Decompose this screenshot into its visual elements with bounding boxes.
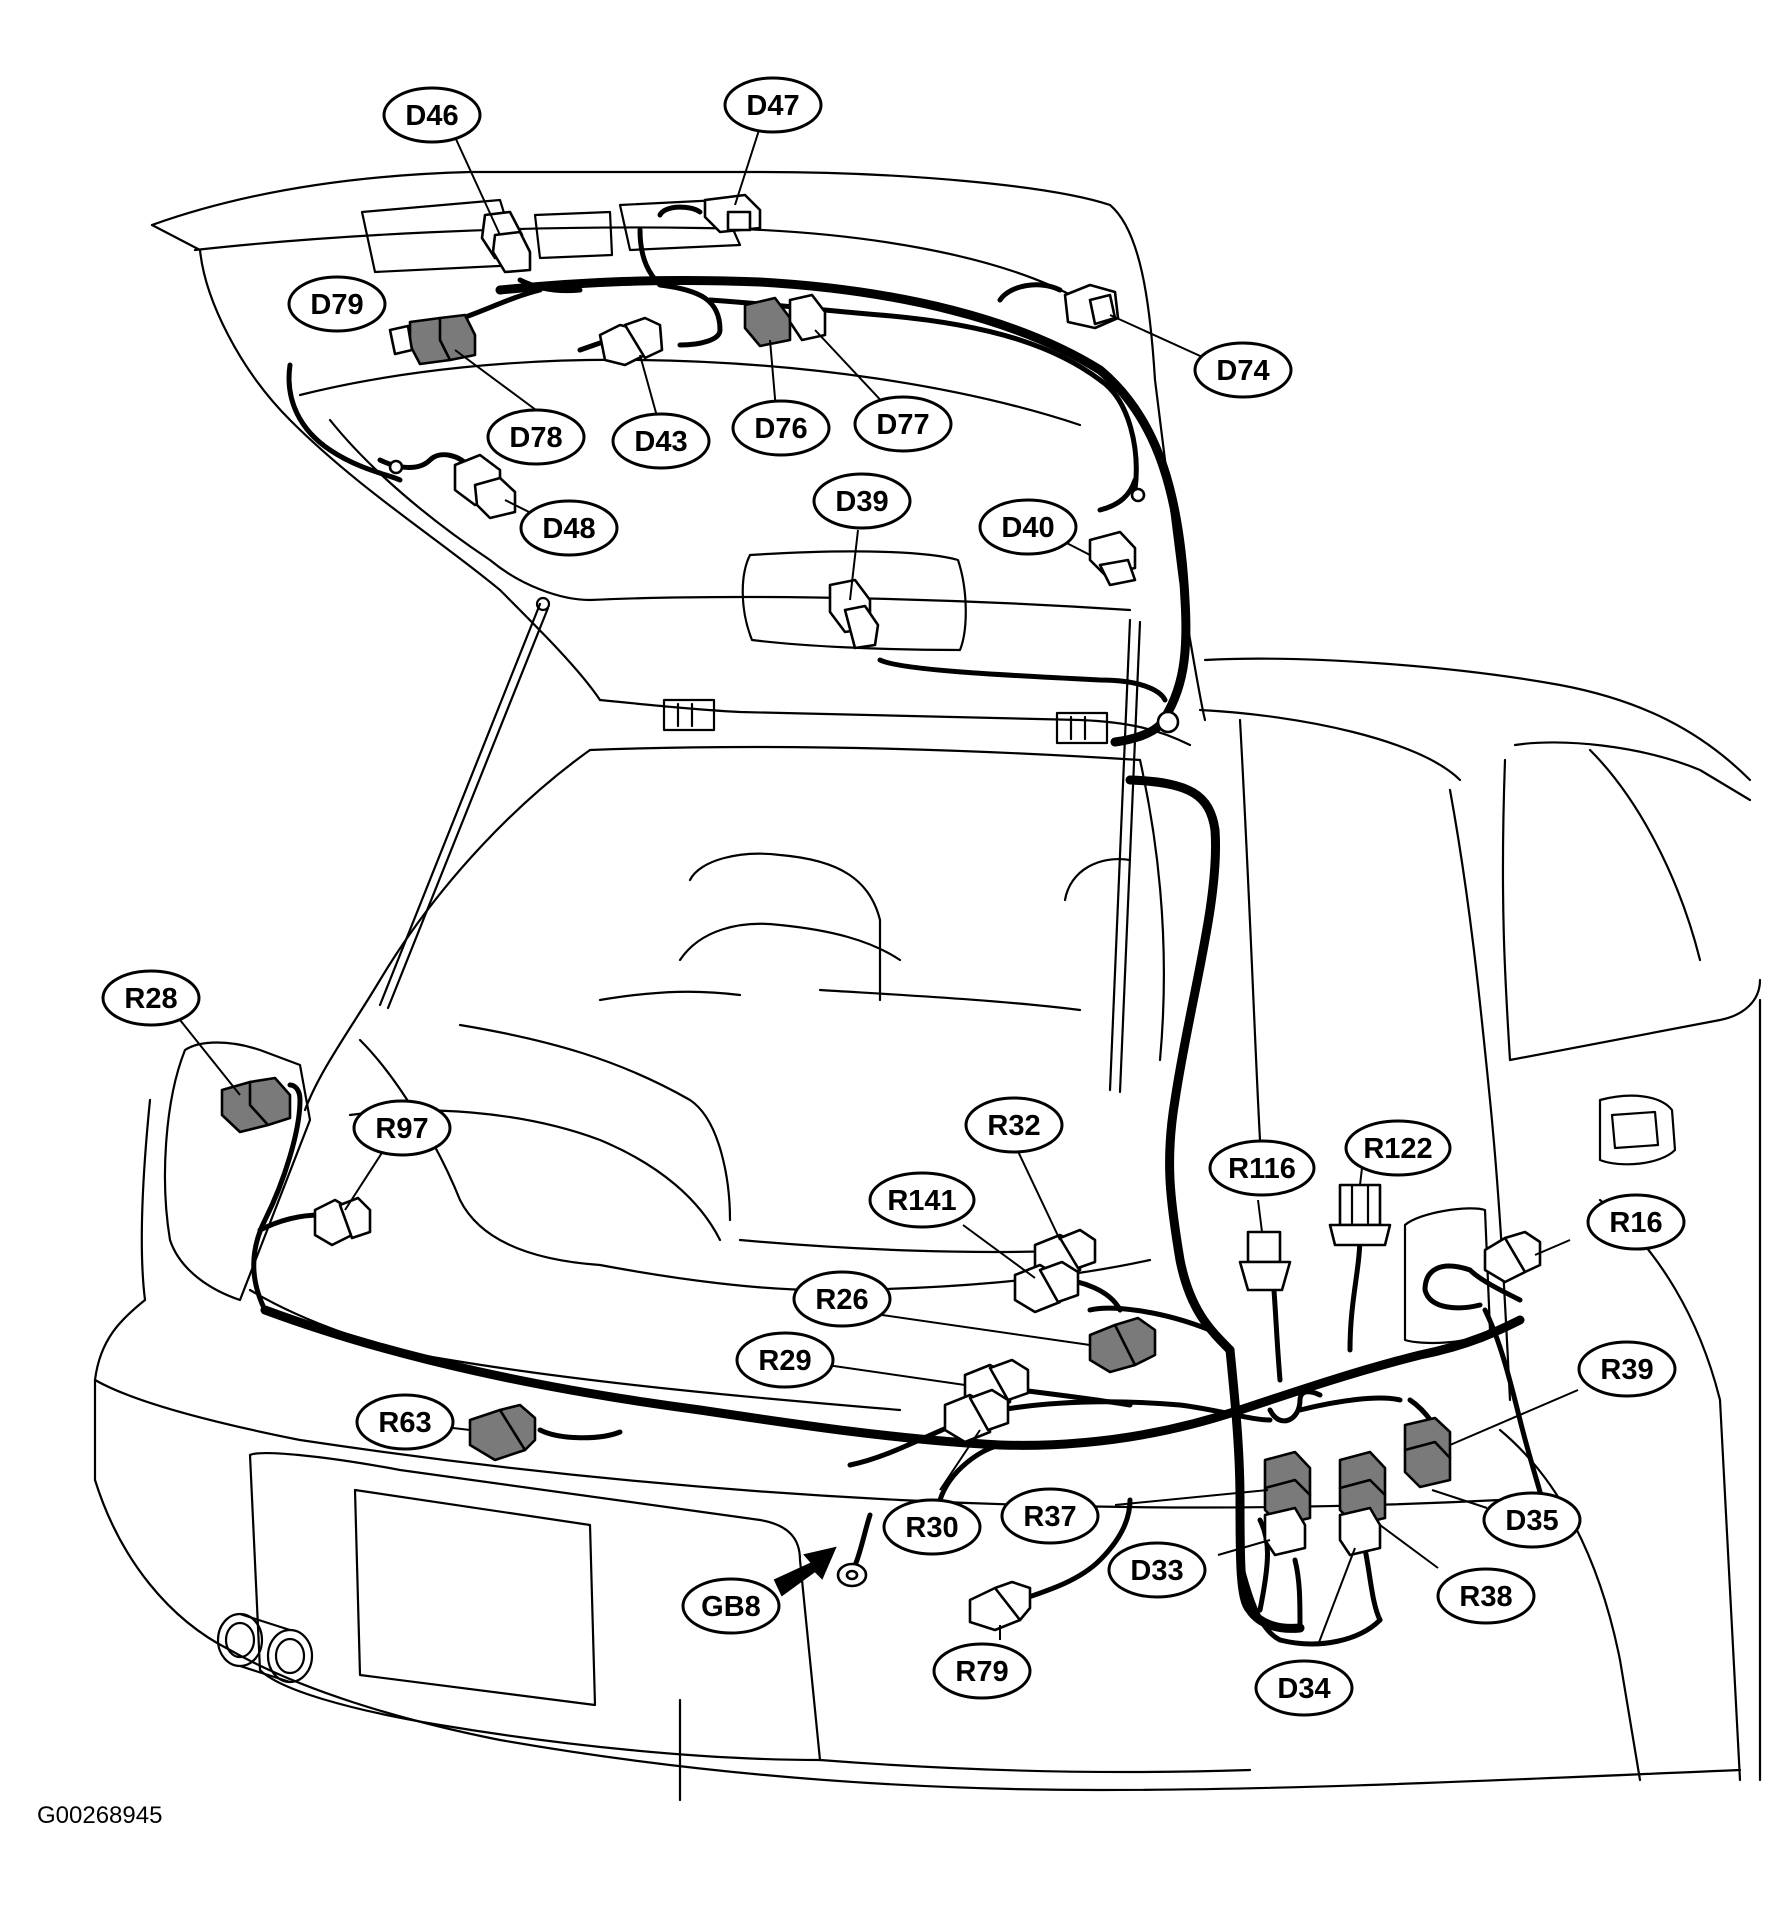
svg-text:R38: R38 — [1459, 1581, 1512, 1613]
label-r79: R79 — [932, 1642, 1032, 1700]
label-r116: R116 — [1208, 1139, 1316, 1197]
connector-r79 — [968, 1580, 1032, 1632]
connector-r97 — [313, 1196, 372, 1247]
connector-d76 — [743, 296, 792, 348]
svg-text:D48: D48 — [542, 513, 595, 545]
label-r38: R38 — [1436, 1567, 1536, 1625]
svg-text:R97: R97 — [375, 1113, 428, 1145]
svg-text:D77: D77 — [876, 409, 929, 441]
svg-text:R116: R116 — [1228, 1153, 1296, 1185]
connector-d74 — [1063, 283, 1120, 330]
label-r16: R16 — [1586, 1193, 1686, 1251]
svg-text:D34: D34 — [1277, 1673, 1330, 1705]
svg-text:R32: R32 — [987, 1110, 1040, 1142]
label-d39: D39 — [812, 472, 912, 530]
connector-r122 — [1328, 1183, 1392, 1247]
label-d33: D33 — [1107, 1541, 1207, 1599]
label-d77: D77 — [853, 395, 953, 453]
svg-text:R30: R30 — [905, 1512, 958, 1544]
svg-text:R63: R63 — [378, 1407, 431, 1439]
label-r97: R97 — [352, 1099, 452, 1157]
label-d78: D78 — [486, 408, 586, 466]
svg-text:D74: D74 — [1216, 355, 1269, 387]
connector-d47 — [703, 193, 762, 234]
connector-r116 — [1238, 1230, 1292, 1292]
label-d34: D34 — [1254, 1659, 1354, 1717]
connector-d34 — [1338, 1506, 1382, 1557]
ground-terminal-gb8 — [836, 1562, 868, 1588]
label-d48: D48 — [519, 499, 619, 557]
svg-text:D40: D40 — [1001, 512, 1054, 544]
connectors — [220, 193, 1542, 1632]
connector-r16 — [1483, 1230, 1542, 1284]
connector-d43 — [598, 316, 664, 367]
connector-d48 — [453, 453, 517, 520]
svg-text:R122: R122 — [1363, 1133, 1432, 1165]
svg-text:R16: R16 — [1609, 1207, 1662, 1239]
label-r32: R32 — [964, 1096, 1064, 1154]
label-d74: D74 — [1193, 341, 1293, 399]
svg-text:D43: D43 — [634, 426, 687, 458]
label-r29: R29 — [735, 1331, 835, 1389]
label-d43: D43 — [611, 412, 711, 470]
label-r37: R37 — [1000, 1487, 1100, 1545]
connector-r141 — [1013, 1260, 1080, 1314]
svg-text:R28: R28 — [124, 983, 177, 1015]
svg-text:R26: R26 — [815, 1284, 868, 1316]
connector-r39 — [1403, 1416, 1452, 1489]
svg-text:D79: D79 — [310, 289, 363, 321]
label-d40: D40 — [978, 498, 1078, 556]
label-d46: D46 — [382, 86, 482, 144]
svg-text:D33: D33 — [1130, 1555, 1183, 1587]
label-r30: R30 — [882, 1498, 982, 1556]
label-d47: D47 — [723, 76, 823, 134]
svg-text:R79: R79 — [955, 1656, 1008, 1688]
label-gb8: GB8 — [681, 1577, 781, 1635]
arrow-icon — [773, 1546, 837, 1597]
svg-text:D35: D35 — [1505, 1505, 1558, 1537]
connector-r63 — [468, 1403, 537, 1462]
figure-id: G00268945 — [37, 1802, 163, 1829]
svg-text:R39: R39 — [1600, 1354, 1653, 1386]
connector-d78 — [388, 313, 477, 366]
label-r141: R141 — [868, 1171, 976, 1229]
connector-d39 — [828, 578, 880, 650]
connector-d40 — [1088, 530, 1137, 587]
label-r28: R28 — [101, 969, 201, 1027]
svg-text:D46: D46 — [405, 100, 458, 132]
svg-text:D47: D47 — [746, 90, 799, 122]
svg-text:GB8: GB8 — [701, 1591, 761, 1623]
svg-text:D76: D76 — [754, 413, 807, 445]
connector-r28 — [220, 1076, 292, 1134]
connector-d33 — [1263, 1506, 1307, 1557]
connector-r26 — [1088, 1316, 1157, 1374]
svg-text:R29: R29 — [758, 1345, 811, 1377]
label-r26: R26 — [792, 1270, 892, 1328]
connector-d77 — [788, 293, 827, 342]
label-r122: R122 — [1344, 1119, 1452, 1177]
label-d35: D35 — [1482, 1491, 1582, 1549]
svg-text:R141: R141 — [887, 1185, 956, 1217]
svg-text:R37: R37 — [1023, 1501, 1076, 1533]
label-d76: D76 — [731, 399, 831, 457]
label-d79: D79 — [287, 275, 387, 333]
label-r63: R63 — [355, 1393, 455, 1451]
svg-text:D39: D39 — [835, 486, 888, 518]
label-r39: R39 — [1577, 1340, 1677, 1398]
connector-d46 — [480, 210, 532, 274]
svg-text:D78: D78 — [509, 422, 562, 454]
